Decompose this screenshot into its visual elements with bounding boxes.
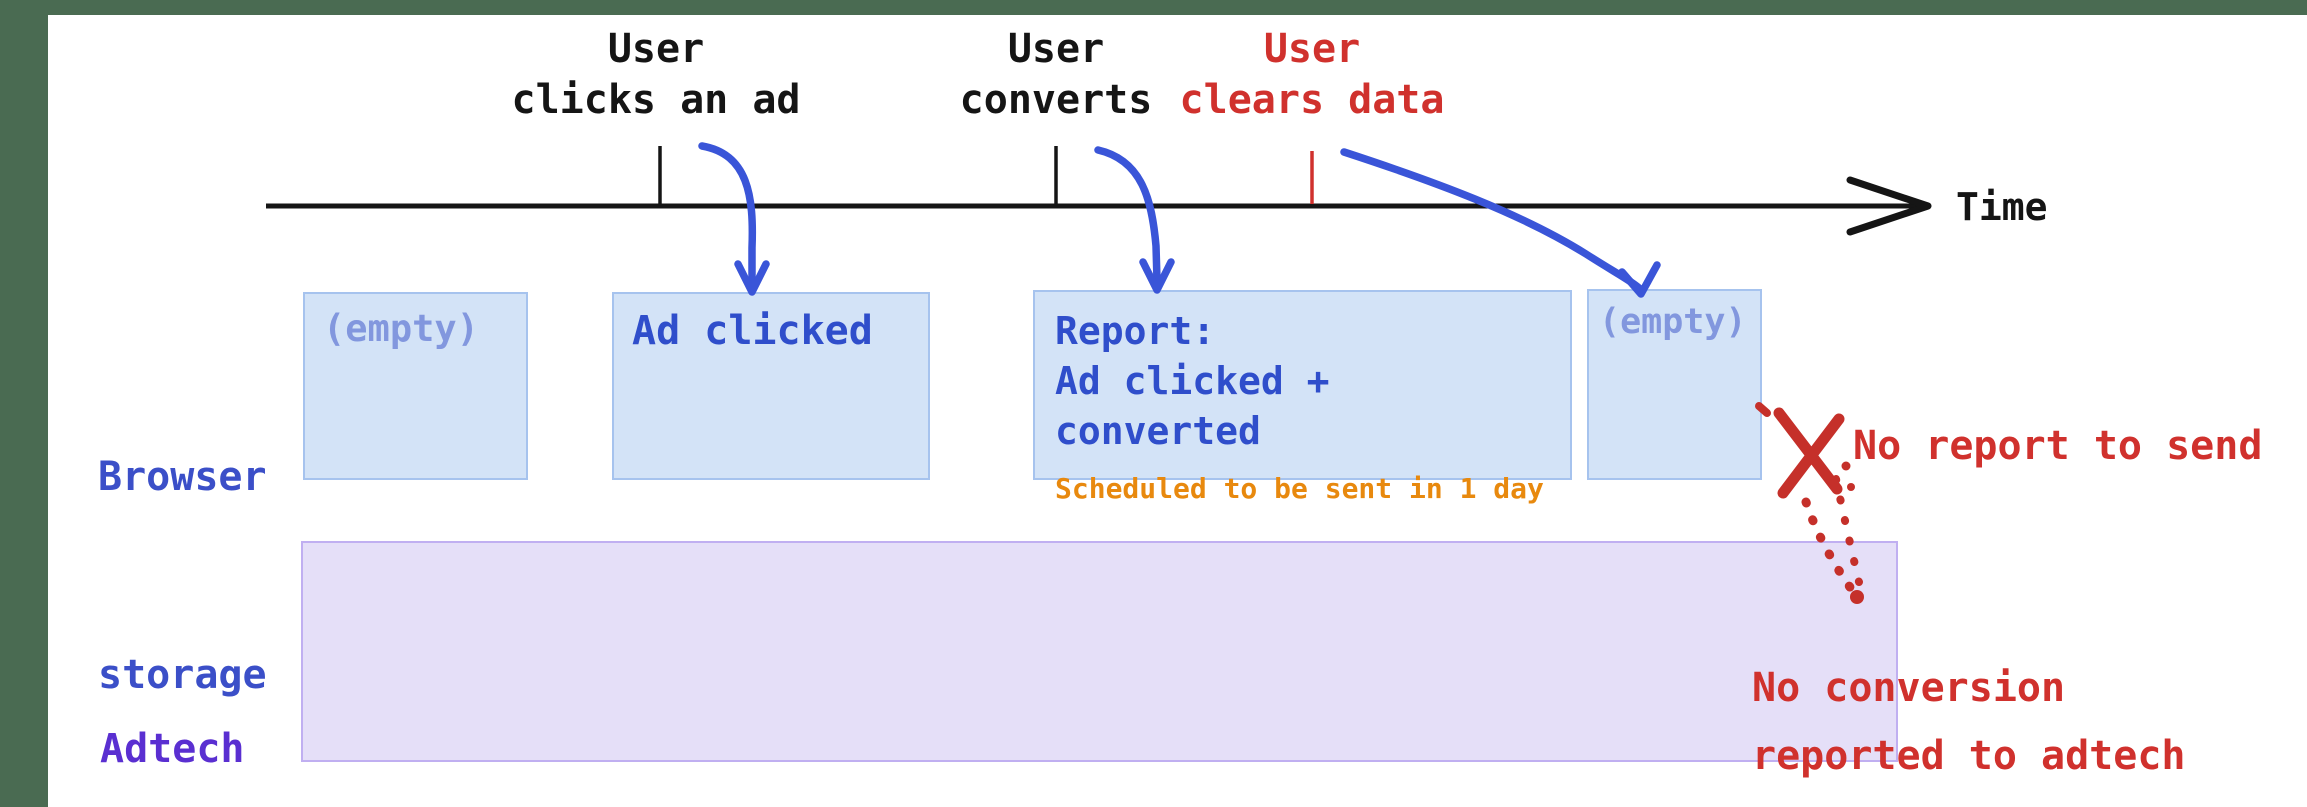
storage-box-ad-clicked: Ad clicked <box>612 292 930 480</box>
no-conversion-annotation: No conversion reported to adtech <box>1752 654 2185 790</box>
storage-box-empty-2-text: (empty) <box>1599 302 1747 342</box>
time-axis-label: Time <box>1956 185 2048 229</box>
event2-line2: converts <box>959 77 1153 123</box>
arrow-click-to-storage-icon <box>698 142 770 296</box>
adtech-server-box <box>301 541 1898 762</box>
storage-box-empty-1-text: (empty) <box>323 307 479 350</box>
storage-box-empty-1: (empty) <box>303 292 528 480</box>
storage-box-ad-clicked-text: Ad clicked <box>632 308 873 354</box>
adtech-label-line1: Adtech <box>100 726 245 772</box>
no-conversion-line1: No conversion <box>1752 665 2066 711</box>
event1-line2: clicks an ad <box>511 77 801 123</box>
report-subtitle: Ad clicked + converted <box>1055 359 1330 453</box>
timeline-arrowhead-icon <box>1846 176 1932 236</box>
dotted-arrow-icon <box>1801 475 1864 604</box>
browser-label-line1: Browser <box>98 454 267 500</box>
event3-line2: clears data <box>1179 77 1445 123</box>
event-label-user-clears-data: User clears data <box>1162 24 1462 126</box>
storage-box-empty-2: (empty) <box>1587 289 1762 480</box>
adtech-server-label: Adtech server <box>100 584 245 807</box>
report-title: Report: <box>1055 309 1216 353</box>
storage-box-report: Report: Ad clicked + converted Scheduled… <box>1033 290 1572 505</box>
no-conversion-line2: reported to adtech <box>1752 733 2186 779</box>
event-label-user-converts: User converts <box>906 24 1206 126</box>
event-label-user-clicks-ad: User clicks an ad <box>460 24 852 126</box>
arrow-convert-to-storage-icon <box>1094 146 1175 294</box>
x-mark-icon <box>1755 402 1855 499</box>
event3-line1: User <box>1263 26 1361 72</box>
browser-storage-label: Browser storage <box>98 312 267 807</box>
arrow-clear-to-storage-icon <box>1340 148 1661 298</box>
event1-line1: User <box>607 26 705 72</box>
event2-line1: User <box>1007 26 1105 72</box>
no-report-annotation: No report to send <box>1853 423 2263 469</box>
report-schedule-note: Scheduled to be sent in 1 day <box>1055 472 1544 505</box>
browser-label-line2: storage <box>98 652 267 698</box>
